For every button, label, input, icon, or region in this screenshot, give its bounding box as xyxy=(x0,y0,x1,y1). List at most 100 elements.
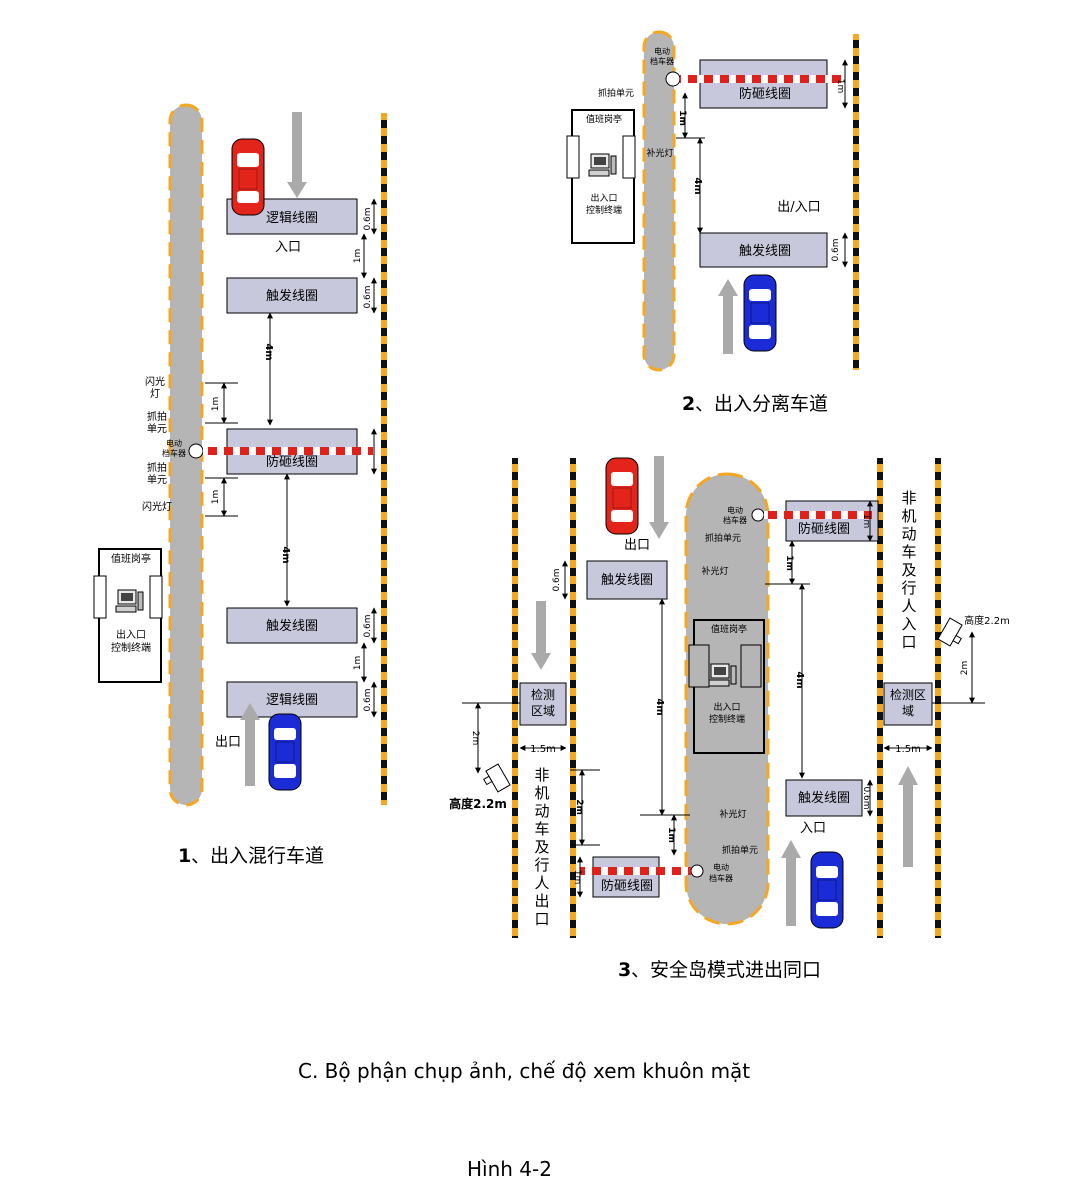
barrier-arm-2 xyxy=(680,75,842,83)
booth-2-seat-left xyxy=(566,135,580,179)
flow-arrow-out-1-shaft xyxy=(245,720,255,786)
trigger-coil-top-label: 触发线圈 xyxy=(266,288,318,304)
flow-arrow-in-1-shaft xyxy=(292,112,302,182)
anti-smash-coil-3-bottom-label: 防砸线圈 xyxy=(601,878,653,894)
detect-zone-right xyxy=(883,682,933,726)
trigger-coil-3-right xyxy=(785,779,863,817)
booth-3-terminal-label: 出入口控制终端 xyxy=(709,701,745,725)
gate-label-3-top: 电动档车器 xyxy=(723,505,747,525)
barrier-gate-1 xyxy=(188,443,204,459)
booth-1-seat-left xyxy=(93,575,107,619)
trigger-coil-3-left-label: 触发线圈 xyxy=(601,572,653,588)
flow-arrow-3-top-shaft xyxy=(654,456,664,522)
entrance-label-1: 入口 xyxy=(275,240,301,255)
lane-pole-right-1 xyxy=(381,113,387,805)
nonmotor-exit-label: 非机动车及行人出口 xyxy=(534,766,549,928)
trigger-coil-2 xyxy=(699,232,828,268)
camera-left-icon xyxy=(483,763,511,793)
diagram-1-mixed-lane: 逻辑线圈 入口 触发线圈 防砸线圈 触发线圈 逻辑线圈 出口 xyxy=(93,103,387,867)
dim-06-1c: 0.6m xyxy=(363,614,373,637)
detect-zone-left xyxy=(519,682,567,726)
barrier-gate-3-top xyxy=(751,508,765,522)
dim-15m-3b: 1.5m xyxy=(895,744,921,755)
exit-label-1: 出口 xyxy=(215,735,241,750)
dim-06-1a: 0.6m xyxy=(363,207,373,230)
booth-3-seat-left xyxy=(688,644,710,688)
lane-pole-3a xyxy=(512,458,518,938)
flash-light-bottom-label: 闪光灯 xyxy=(142,500,172,513)
lane-pole-3b xyxy=(570,458,576,938)
entrance-label-3: 入口 xyxy=(800,821,826,836)
blue-car-1 xyxy=(268,713,302,791)
blue-car-2 xyxy=(743,274,777,352)
blue-car-3 xyxy=(810,851,844,929)
dim-06-1d: 0.6m xyxy=(363,688,373,711)
booth-1-terminal-icon xyxy=(115,589,144,613)
dim-06-3a: 0.6m xyxy=(552,568,562,591)
fill-light-3-bottom-label: 补光灯 xyxy=(719,808,746,820)
booth-1-terminal-label: 出入口控制终端 xyxy=(111,628,151,654)
anti-smash-coil-2-label: 防砸线圈 xyxy=(739,86,791,102)
trigger-coil-3-right-label: 触发线圈 xyxy=(798,790,850,806)
booth-2-seat-right xyxy=(622,135,636,179)
trigger-coil-bottom xyxy=(226,607,358,644)
dim-1m-2a: 1m xyxy=(835,79,845,94)
anti-smash-coil-1-label: 防砸线圈 xyxy=(266,454,318,470)
booth-1-seat-right xyxy=(149,575,163,619)
dim-2m-3a: 2m xyxy=(574,799,584,815)
dim-1m-1a: 1m xyxy=(353,249,363,264)
caption-1-text: 、出入混行车道 xyxy=(191,845,324,867)
dim-4m-1a: 4m xyxy=(263,343,274,360)
barrier-gate-2 xyxy=(665,71,681,87)
logic-coil-top-label: 逻辑线圈 xyxy=(266,211,318,226)
trigger-coil-2-label: 触发线圈 xyxy=(739,243,791,259)
height-left-label: 高度2.2m xyxy=(449,796,507,811)
anti-smash-coil-2 xyxy=(699,59,828,109)
anti-smash-coil-3-top xyxy=(785,500,879,542)
red-car-3 xyxy=(605,457,639,535)
flow-arrow-3-right-shaft xyxy=(903,785,913,867)
booth-3-seat-right xyxy=(740,644,762,688)
exit-label-3: 出口 xyxy=(624,538,650,553)
caption-1-number: 1 xyxy=(178,845,191,867)
dim-1m-2b: 1m xyxy=(677,110,687,126)
booth-2-label: 值班岗亭 xyxy=(586,113,622,125)
caption-2-text: 、出入分离车道 xyxy=(695,393,828,415)
anti-smash-coil-3-top-label: 防砸线圈 xyxy=(798,521,850,537)
caption-3-number: 3 xyxy=(618,959,631,981)
barrier-arm-3-top xyxy=(764,511,872,519)
dim-1m-3c: 1m xyxy=(666,827,676,843)
dim-1m-1c: 1m xyxy=(211,490,221,505)
subtitle: C. Bộ phận chụp ảnh, chế độ xem khuôn mặ… xyxy=(298,1059,751,1083)
dim-4m-2: 4m xyxy=(692,177,703,194)
barrier-arm-1 xyxy=(203,447,373,455)
trigger-coil-3-left xyxy=(586,560,668,600)
trigger-coil-bottom-label: 触发线圈 xyxy=(266,618,318,634)
flow-arrow-out-1-head xyxy=(240,703,260,720)
height-right-label: 高度2.2m xyxy=(964,614,1010,627)
anti-smash-coil-3-bottom xyxy=(592,856,660,898)
capture-unit-top-label: 抓拍单元 xyxy=(147,410,167,435)
flow-arrow-in-1-head xyxy=(287,182,307,198)
capture-unit-label-2: 抓拍单元 xyxy=(598,87,634,99)
island-2 xyxy=(642,30,676,372)
booth-2-terminal-label: 出入口控制终端 xyxy=(586,192,622,216)
flow-arrow-3-bottom-head xyxy=(781,840,801,858)
booth-3-label: 值班岗亭 xyxy=(711,623,747,635)
dim-06-2: 0.6m xyxy=(831,238,841,261)
dim-1m-3b: 1m xyxy=(784,555,794,571)
figure-label: Hình 4-2 xyxy=(467,1157,552,1181)
diagram-2-separate-lanes: 防砸线圈 电动档车器 抓拍单元 补光灯 值班岗亭 出入口控制终端 出/入口 触发… xyxy=(566,30,859,415)
dim-4m-3a: 4m xyxy=(794,671,805,688)
dim-06-3b: 0.6m xyxy=(861,786,871,809)
flow-arrow-3-left-head xyxy=(531,653,551,670)
capture-unit-3-top-label: 抓拍单元 xyxy=(705,532,741,544)
flow-arrow-3-left-shaft xyxy=(536,601,546,653)
red-car-1 xyxy=(231,138,265,216)
caption-2-number: 2 xyxy=(682,393,695,415)
dim-2m-3c: 2m xyxy=(960,661,970,676)
flow-arrow-2-head xyxy=(718,279,738,296)
flow-arrow-3-bottom-shaft xyxy=(786,858,796,926)
barrier-gate-3-bottom xyxy=(690,864,704,878)
dim-4m-1b: 4m xyxy=(280,546,291,563)
